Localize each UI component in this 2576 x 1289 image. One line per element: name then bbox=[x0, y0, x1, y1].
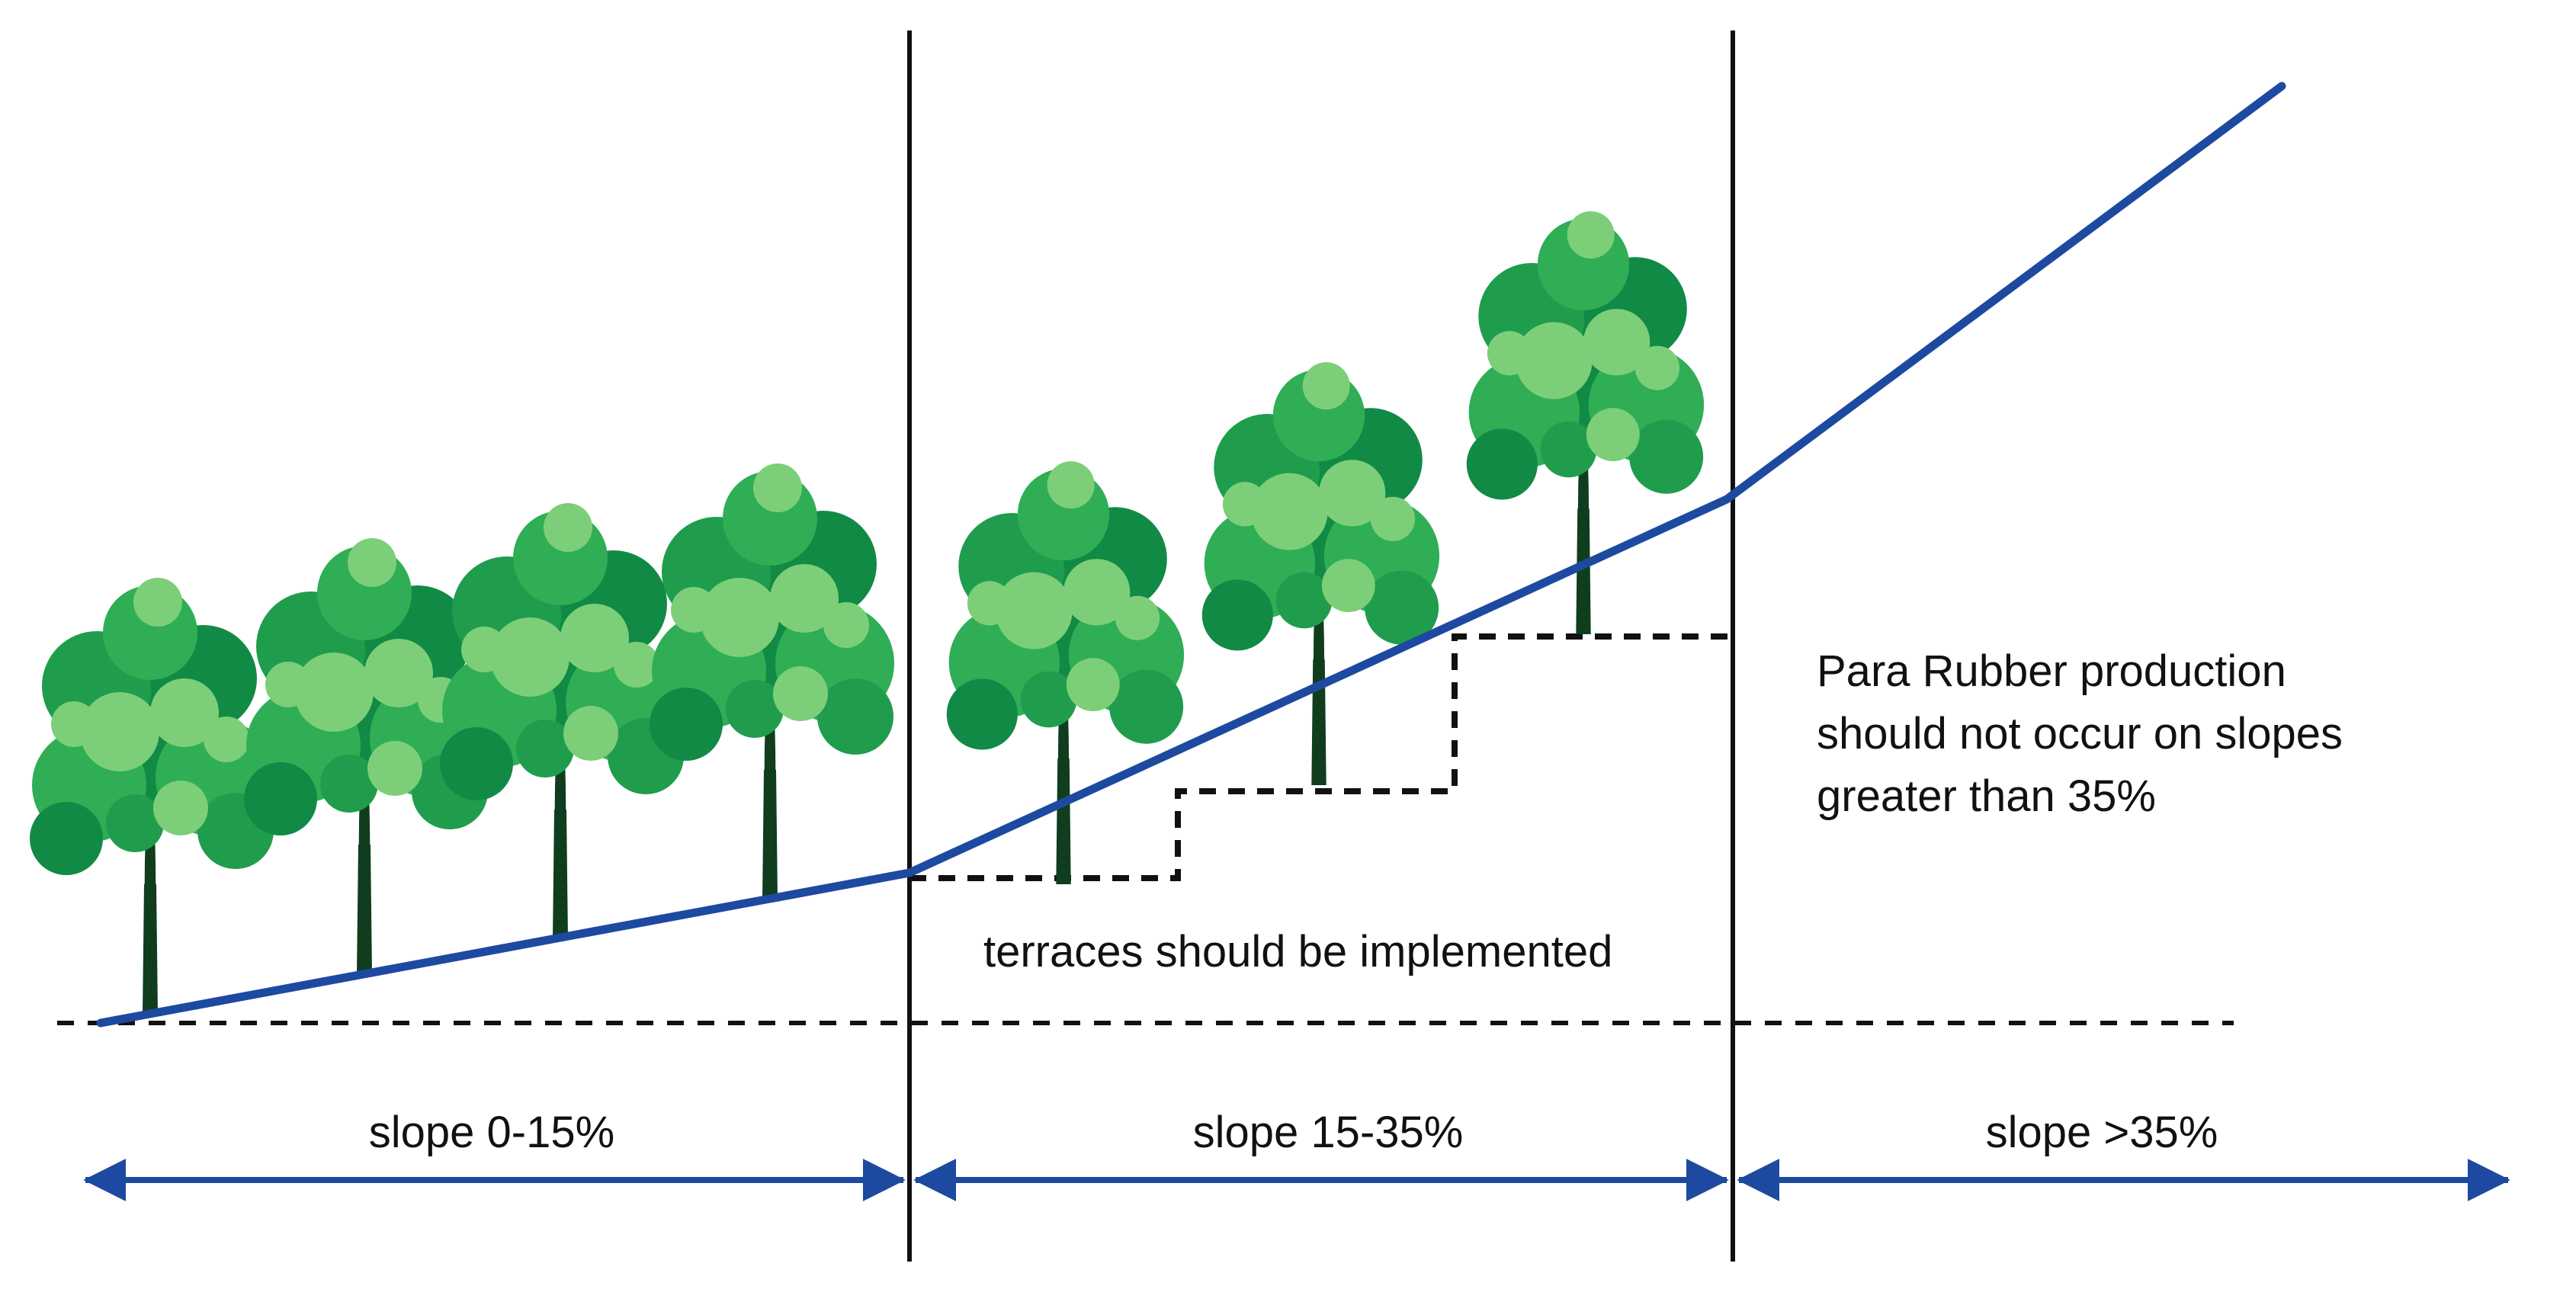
zone-label-15-35: slope 15-35% bbox=[1193, 1108, 1464, 1157]
warning-line-2: should not occur on slopes bbox=[1817, 709, 2343, 758]
zone-label-over-35: slope >35% bbox=[1986, 1108, 2218, 1157]
terrace-steps bbox=[909, 633, 1733, 881]
rubber-tree-icon bbox=[947, 461, 1184, 884]
rubber-tree-icon bbox=[30, 578, 274, 1014]
rubber-tree-icon bbox=[1467, 211, 1704, 634]
tree-row bbox=[30, 211, 1704, 1014]
terraces-note: terraces should be implemented bbox=[983, 927, 1612, 976]
warning-line-3: greater than 35% bbox=[1817, 771, 2156, 821]
rubber-tree-icon bbox=[650, 463, 894, 899]
slope-profile-line bbox=[96, 82, 2286, 1028]
zone-label-0-15: slope 0-15% bbox=[369, 1108, 614, 1157]
rubber-tree-icon bbox=[440, 503, 685, 939]
warning-line-1: Para Rubber production bbox=[1817, 646, 2286, 696]
warning-note: Para Rubber production should not occur … bbox=[1817, 646, 2343, 821]
